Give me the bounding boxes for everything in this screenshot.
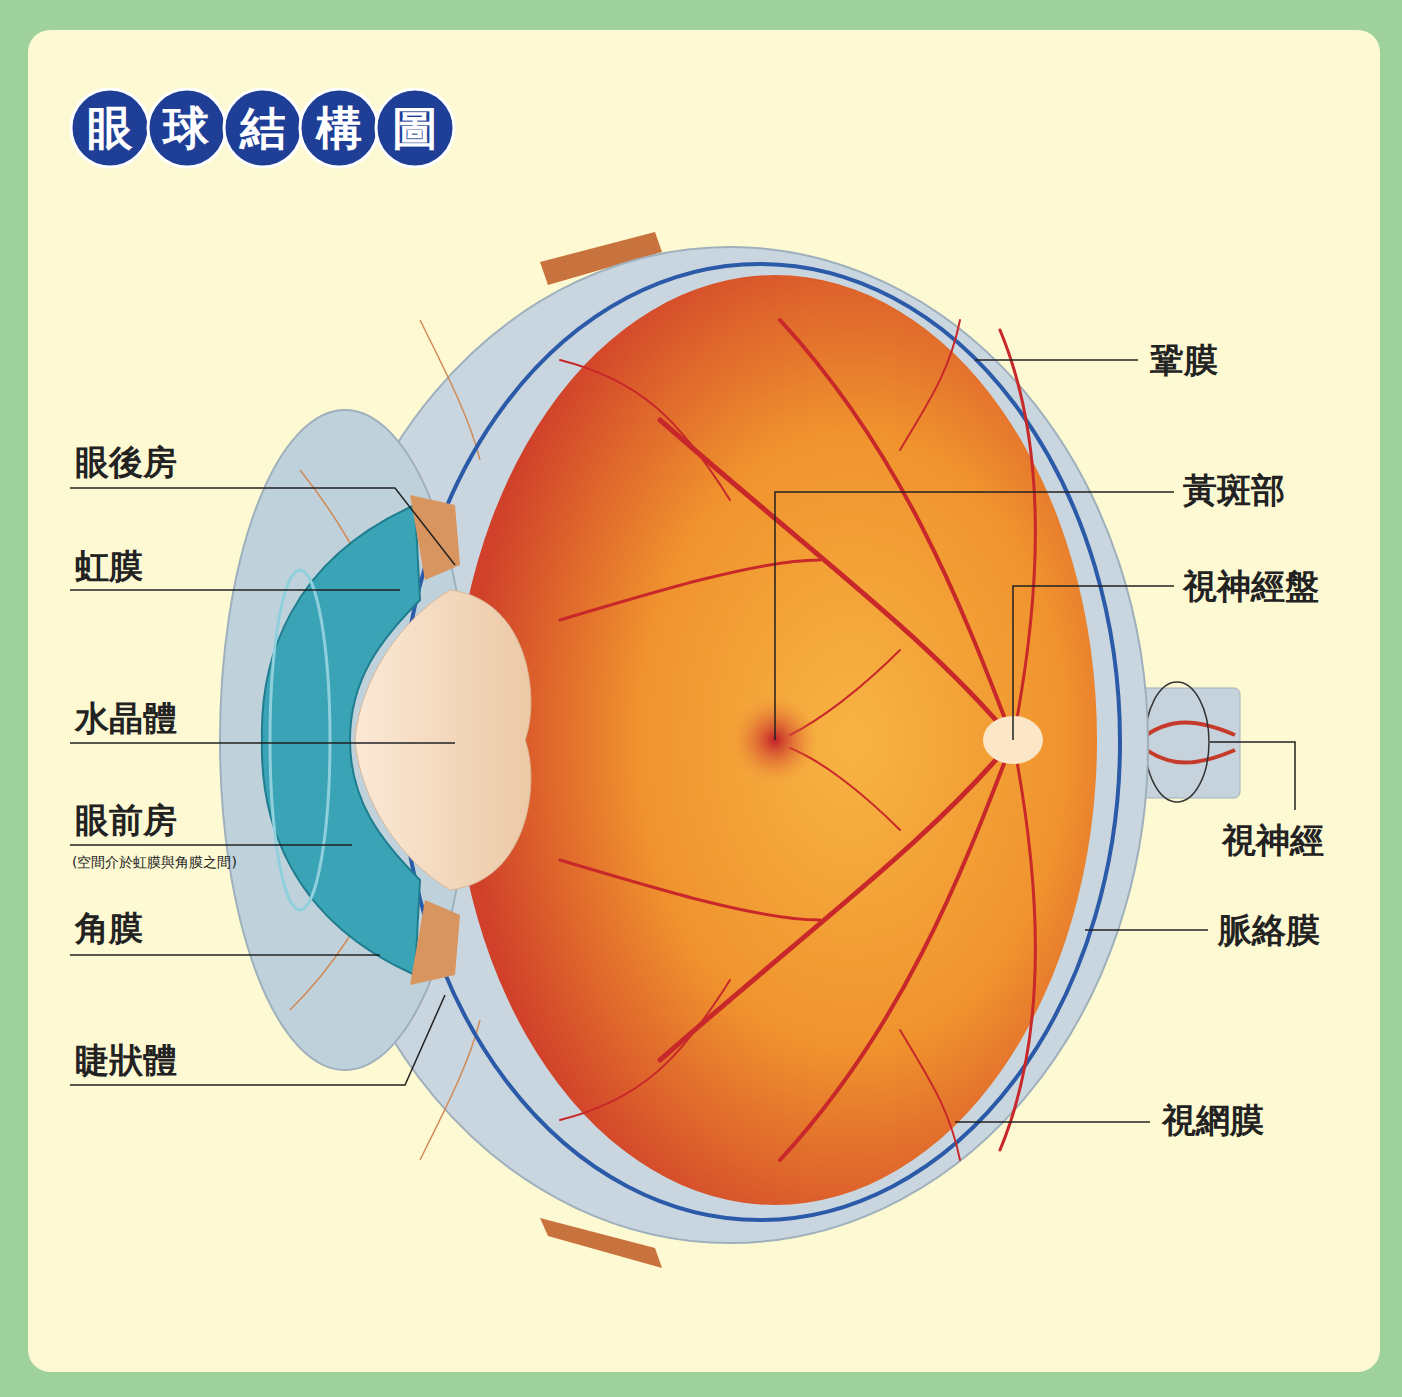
part-label: 水晶體	[75, 698, 177, 739]
part-label: 鞏膜	[1150, 340, 1218, 381]
part-label: 視神經	[1222, 820, 1324, 861]
part-label: 角膜	[75, 908, 143, 949]
part-label: 眼前房	[75, 800, 177, 841]
part-label: 睫狀體	[75, 1040, 177, 1081]
part-label: 視網膜	[1162, 1100, 1264, 1141]
title: 眼球結構圖	[87, 105, 468, 151]
part-label: 黃斑部	[1183, 470, 1285, 511]
part-label: 虹膜	[75, 546, 143, 587]
part-label: 視神經盤	[1183, 566, 1319, 607]
note-text: (空間介於虹膜與角膜之間)	[72, 854, 237, 871]
part-label: 脈絡膜	[1218, 910, 1320, 951]
part-label: 眼後房	[75, 442, 177, 483]
